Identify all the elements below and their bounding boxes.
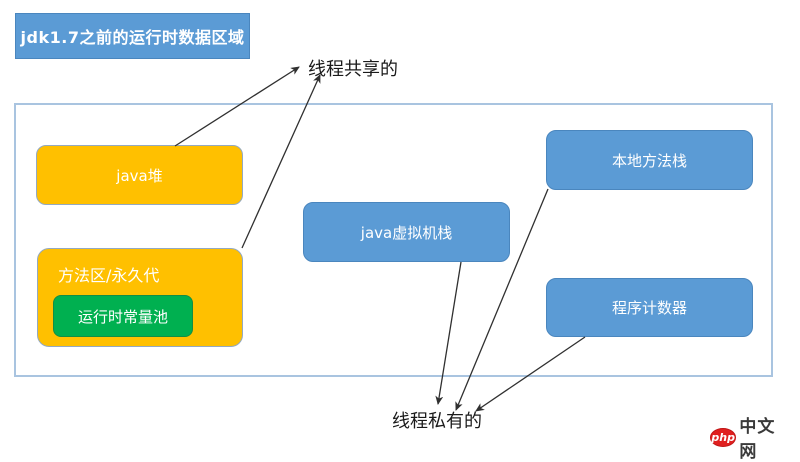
node-method-area: 方法区/永久代 运行时常量池 — [37, 248, 243, 347]
thread-private-label: 线程私有的 — [392, 411, 482, 432]
node-java-heap: java堆 — [36, 145, 243, 205]
node-runtime-constant-pool-label: 运行时常量池 — [77, 307, 168, 326]
site-name-text: 中文网 — [739, 417, 776, 462]
node-program-counter: 程序计数器 — [546, 278, 753, 337]
node-method-area-label: 方法区/永久代 — [58, 266, 160, 285]
node-native-method-stack-label: 本地方法栈 — [611, 151, 687, 170]
node-jvm-stack-label: java虚拟机栈 — [360, 223, 453, 242]
node-program-counter-label: 程序计数器 — [611, 299, 687, 317]
thread-shared-label: 线程共享的 — [308, 59, 398, 80]
diagram-title: jdk1.7之前的运行时数据区域 — [15, 13, 250, 59]
node-java-heap-label: java堆 — [116, 166, 163, 185]
node-jvm-stack: java虚拟机栈 — [303, 202, 510, 262]
php-logo-text: php — [711, 430, 735, 444]
site-watermark: php 中文网 — [710, 417, 792, 462]
php-logo-icon: php — [710, 427, 737, 447]
node-runtime-constant-pool: 运行时常量池 — [53, 295, 193, 337]
node-native-method-stack: 本地方法栈 — [546, 130, 753, 190]
diagram-title-label: jdk1.7之前的运行时数据区域 — [20, 28, 245, 47]
